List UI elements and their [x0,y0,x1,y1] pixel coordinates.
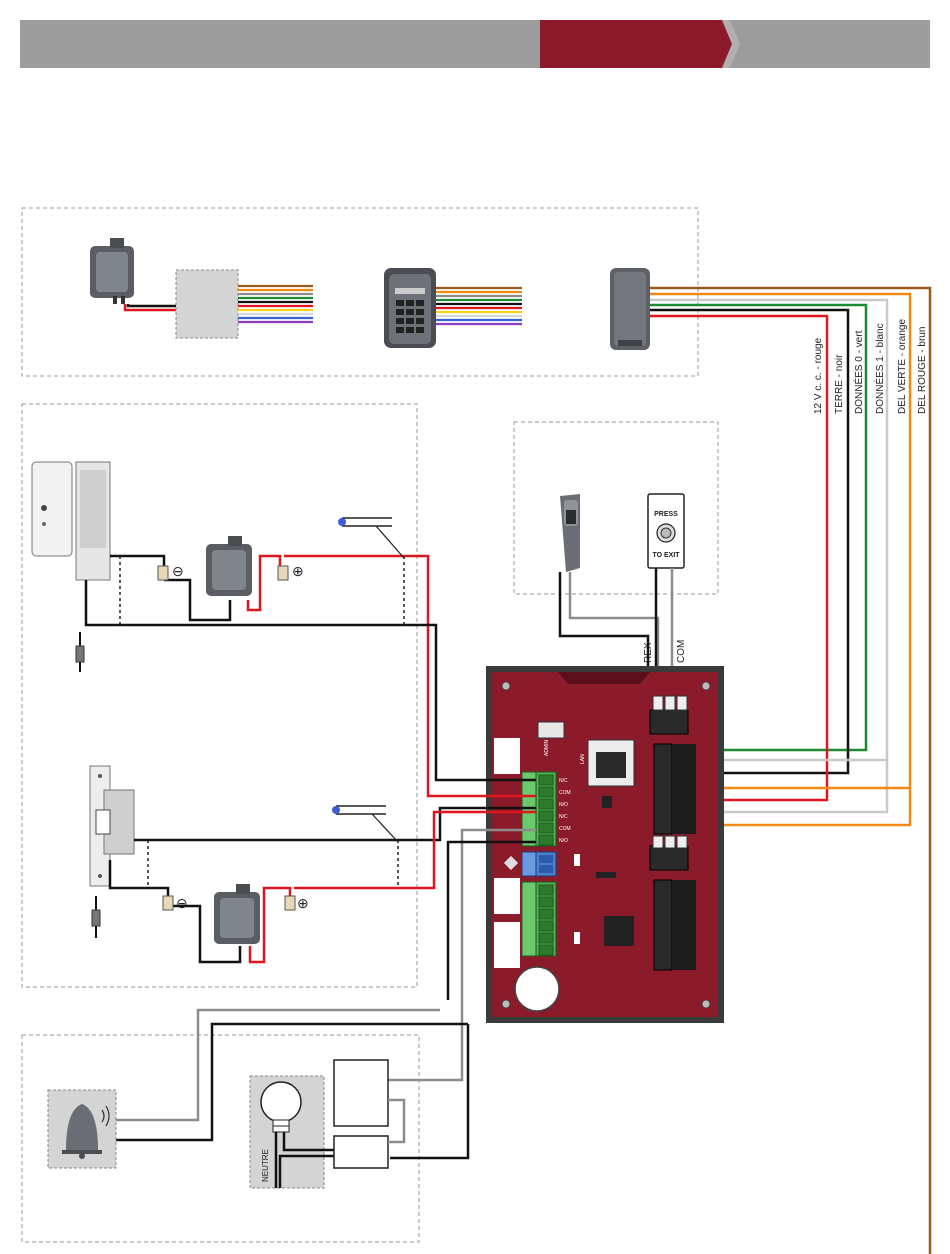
admin-label: ADMIN [544,740,550,757]
reader-1-terminal-block [654,744,696,834]
terminal-row-1: N/C [559,778,568,784]
transformer-icon [206,536,252,596]
terminal-row-6: N/O [559,838,568,844]
wire-label-green: DONNÉES 0 - vert [852,330,865,414]
exit-section [514,422,718,594]
card-reader-icon [610,268,650,350]
transformer-top-icon [90,238,134,304]
terminal-row-5: COM [559,826,571,832]
header-bar [20,20,930,68]
wire-label-red: 12 V c. c. - rouge [813,337,824,414]
diode-icon [76,632,84,672]
wiegand-converter-box [176,270,238,338]
keypad-icon [384,268,436,348]
rex-terminal-block [650,696,688,734]
bell-icon [48,1090,116,1168]
exit-button-line1: PRESS [654,511,678,518]
color-harness-2 [436,288,522,324]
plus-symbol-2: ⊕ [297,895,309,911]
neutral-label: NEUTRE [261,1149,270,1182]
com-label: COM [676,640,687,663]
rex-label: REX [643,642,654,663]
maglock-icon [32,462,110,580]
wire-label-orange: DEL VERTE - orange [897,319,908,414]
wire-label-brown: DEL ROUGE - brun [917,327,928,414]
relay-2-terminal-block [522,882,556,956]
diode-icon [92,896,100,938]
electric-strike-icon [90,766,134,886]
transformer-icon [214,884,260,944]
color-harness-1 [238,286,313,322]
minus-symbol-2: ⊖ [176,895,188,911]
lan-label: LAN [580,754,586,764]
door-contact-icon [338,518,404,558]
terminal-row-3: N/O [559,802,568,808]
terminal-row-2: COM [559,790,571,796]
motion-sensor-icon [560,494,580,572]
terminal-row-4: N/C [559,814,568,820]
power-terminal-block [522,852,556,876]
wire-label-black: TERRE - noir [834,354,845,414]
plus-symbol-1: ⊕ [292,563,304,579]
relay-icon [334,1060,388,1168]
door-contact-icon [332,806,398,842]
wire-label-white: DONNÉES 1 - blanc [873,323,886,414]
minus-symbol-1: ⊖ [172,563,184,579]
exit-button-line2: TO EXIT [652,552,680,559]
exit-button-icon: PRESS TO EXIT [648,494,684,568]
